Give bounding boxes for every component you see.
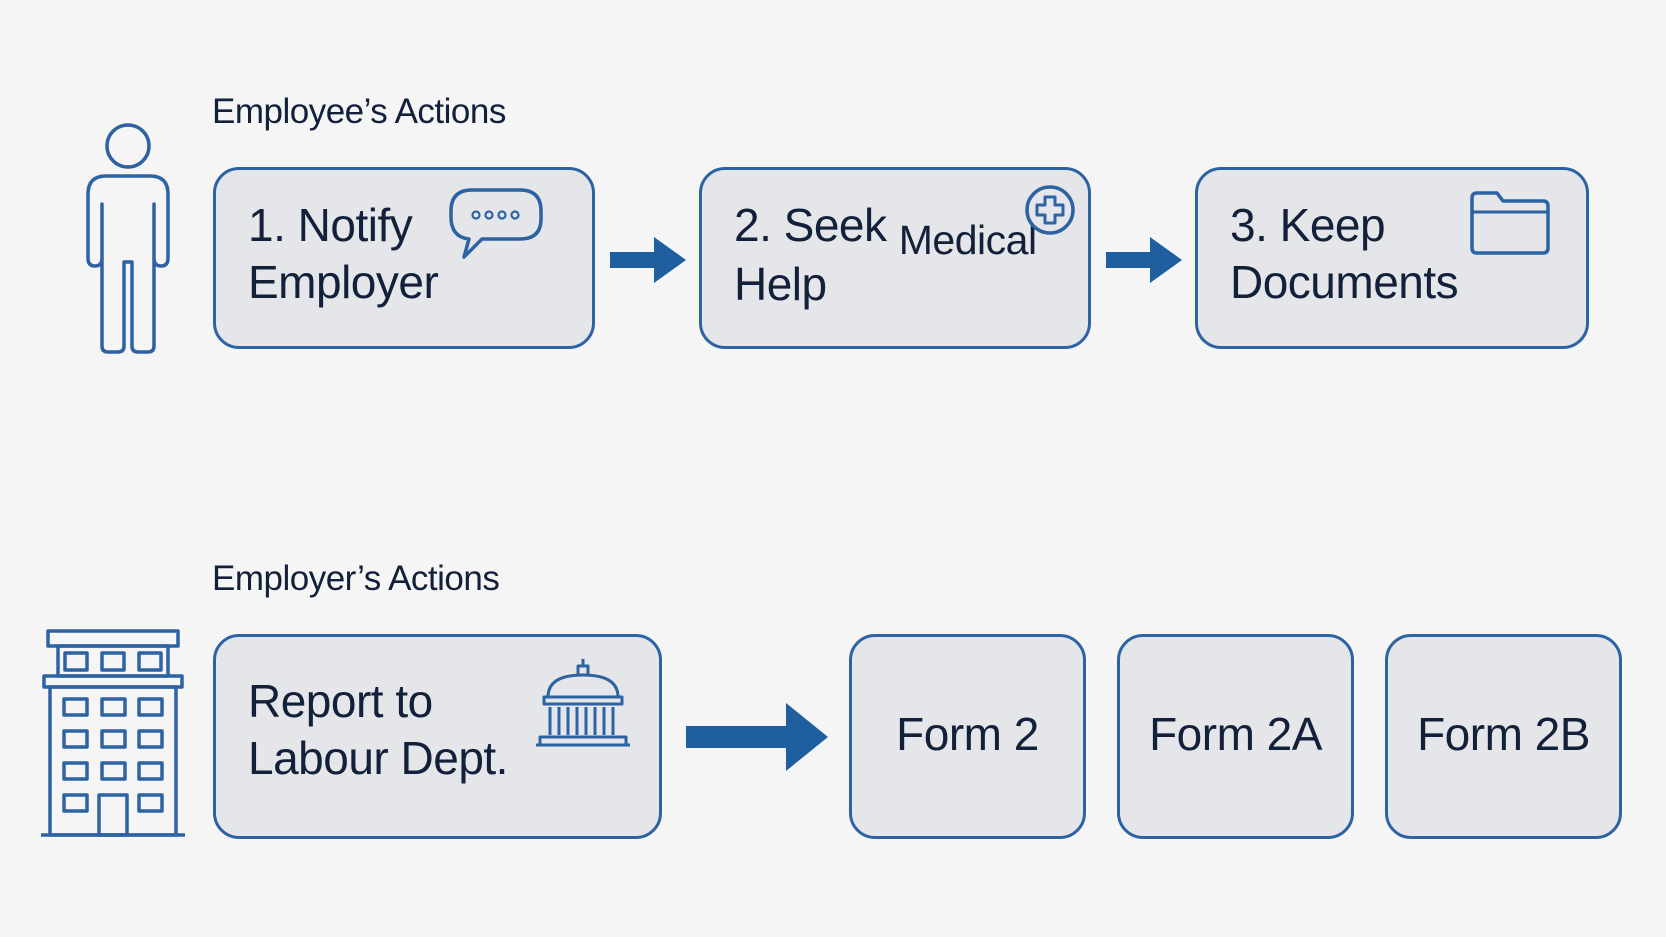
step-notify-employer-box: 1. Notify Employer [213, 167, 595, 349]
step-seek-line1-text: 2. Seek [734, 199, 887, 251]
government-building-icon [536, 659, 630, 747]
step-seek-medical-help-label: 2. Seek Medical Help [734, 197, 1037, 313]
step-seek-medical-help-box: 2. Seek Medical Help [699, 167, 1091, 349]
flow-arrow-icon [610, 237, 686, 283]
step-keep-line1: 3. Keep [1230, 199, 1386, 251]
report-labour-dept-label: Report to Labour Dept. [248, 673, 508, 787]
employee-section-title: Employee’s Actions [212, 92, 506, 131]
medical-cross-icon [1025, 185, 1075, 235]
step-seek-line1: 2. Seek Medical [734, 197, 1037, 263]
step-seek-line2: Help [734, 258, 827, 310]
folder-icon [1470, 191, 1550, 255]
report-labour-dept-box: Report to Labour Dept. [213, 634, 662, 839]
flow-arrow-icon [686, 703, 828, 771]
employer-section-title: Employer’s Actions [212, 559, 500, 598]
step-keep-line2: Documents [1230, 256, 1459, 308]
step-notify-line1: 1. Notify [248, 199, 413, 251]
step-keep-documents-box: 3. Keep Documents [1195, 167, 1589, 349]
office-building-icon [41, 629, 185, 837]
form-2a-label: Form 2A [1149, 708, 1322, 760]
form-2a-box: Form 2A [1117, 634, 1354, 839]
step-notify-employer-label: 1. Notify Employer [248, 197, 439, 311]
form-2b-box: Form 2B [1385, 634, 1622, 839]
form-2-label: Form 2 [896, 708, 1039, 760]
report-line1: Report to [248, 675, 433, 727]
step-notify-line2: Employer [248, 256, 439, 308]
step-seek-medical-word: Medical [898, 217, 1037, 263]
person-icon [86, 123, 170, 354]
speech-bubble-icon [449, 188, 543, 259]
form-2-box: Form 2 [849, 634, 1086, 839]
form-2b-label: Form 2B [1417, 708, 1590, 760]
step-keep-documents-label: 3. Keep Documents [1230, 197, 1459, 311]
flow-arrow-icon [1106, 237, 1182, 283]
report-line2: Labour Dept. [248, 732, 508, 784]
